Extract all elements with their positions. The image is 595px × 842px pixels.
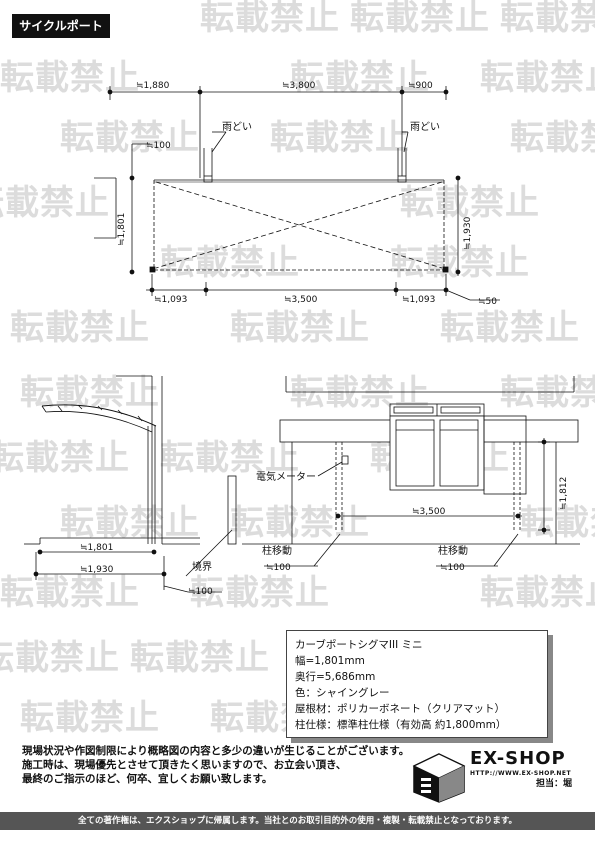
front-view xyxy=(242,376,580,567)
spec-product: カーブポートシグマIII ミニ xyxy=(295,639,423,651)
plan-dim-top-2: ≒3,800 xyxy=(282,81,316,91)
plan-dim-bottom-2: ≒3,500 xyxy=(284,295,318,305)
post-move-right-dim: ≒100 xyxy=(440,563,465,573)
brand-logo-text: EX-SHOP xyxy=(470,748,566,769)
notice-line-1: 現場状況や作図制限により概略図の内容と多少の違いが生じることがございます。 xyxy=(22,745,410,757)
side-dim-1: ≒1,801 xyxy=(80,543,113,553)
plan-depth-left: ≒1,801 xyxy=(117,213,127,246)
post-move-left-label: 柱移動 xyxy=(262,544,292,557)
side-view xyxy=(24,375,237,593)
side-offset: ≒100 xyxy=(188,587,213,597)
spec-color: 色：シャイングレー xyxy=(295,687,390,699)
footer-copyright: 全ての著作権は、エクスショップに帰属します。当社とのお取引目的外の使用・複製・転… xyxy=(0,812,595,830)
person-in-charge: 担当：堀 xyxy=(536,779,573,789)
brand-url: HTTP://WWW.EX-SHOP.NET xyxy=(470,770,572,777)
spec-box: カーブポートシグマIII ミニ 幅=1,801mm 奥行=5,686mm 色：シ… xyxy=(286,630,548,738)
notice-line-3: 最終のご指示のほど、何卒、宜しくお願い致します。 xyxy=(22,773,273,785)
notice-text: 現場状況や作図制限により概略図の内容と多少の違いが生じることがございます。 施工… xyxy=(22,744,409,786)
notice-line-2: 施工時は、現場優先とさせて頂きたく思いますので、お立会い頂き、 xyxy=(22,759,347,771)
front-height-dim: ≒1,812 xyxy=(559,477,569,510)
meter-label: 電気メーター xyxy=(256,470,316,483)
ex-shop-logo-icon xyxy=(412,753,466,803)
plan-dim-bottom-1: ≒1,093 xyxy=(154,295,187,305)
plan-offset-left: ≒100 xyxy=(146,141,171,151)
plan-offset-right: ≒50 xyxy=(478,297,497,307)
boundary-label: 境界 xyxy=(192,560,212,573)
post-move-left-dim: ≒100 xyxy=(266,563,291,573)
side-dim-2: ≒1,930 xyxy=(80,565,114,575)
gutter-right-label: 雨どい xyxy=(410,121,440,133)
plan-dim-top-1: ≒1,880 xyxy=(136,81,170,91)
front-span-dim: ≒3,500 xyxy=(412,507,446,517)
gutter-left-label: 雨どい xyxy=(222,121,252,133)
spec-roof: 屋根材：ポリカーボネート（クリアマット） xyxy=(295,703,505,715)
plan-dim-bottom-3: ≒1,093 xyxy=(402,295,435,305)
spec-post: 柱仕様：標準柱仕様（有効高 約1,800mm） xyxy=(295,719,507,731)
plan-dim-top-3: ≒900 xyxy=(408,81,433,91)
page-title: サイクルポート xyxy=(12,14,110,38)
plan-view xyxy=(94,86,500,301)
post-move-right-label: 柱移動 xyxy=(438,544,468,557)
spec-width: 幅=1,801mm xyxy=(295,655,365,667)
plan-depth-right: ≒1,930 xyxy=(463,216,473,250)
spec-depth: 奥行=5,686mm xyxy=(295,671,376,683)
